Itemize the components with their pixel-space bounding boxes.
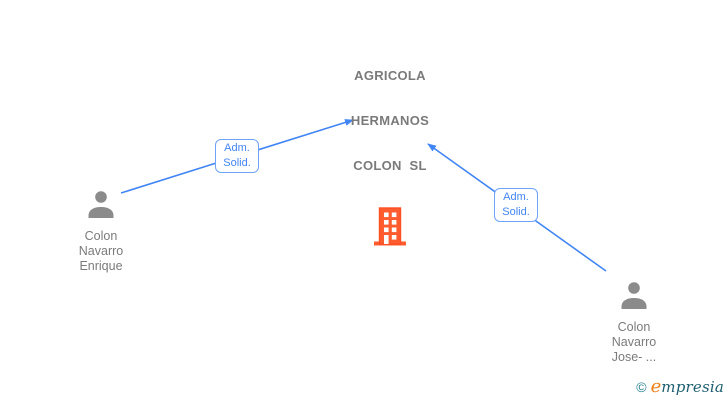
- edge-label-line: Adm.: [503, 191, 529, 203]
- person-label-line: Jose- ...: [611, 350, 657, 364]
- person-icon: [619, 282, 649, 315]
- company-node[interactable]: AGRICOLA HERMANOS COLON SL: [330, 38, 450, 251]
- copyright-icon: ©: [636, 379, 647, 395]
- person-label-line: Navarro: [611, 335, 657, 349]
- company-name-line: COLON SL: [353, 158, 427, 173]
- company-name: AGRICOLA HERMANOS COLON SL: [330, 38, 450, 203]
- person-icon: [86, 191, 116, 224]
- company-name-line: AGRICOLA: [354, 68, 426, 83]
- empresia-logo[interactable]: © empresia: [636, 376, 724, 397]
- person-node-colon-navarro-enrique[interactable]: Colon Navarro Enrique: [46, 190, 156, 274]
- building-icon: [330, 206, 450, 251]
- brand-rest: mpresia: [661, 378, 724, 396]
- edge-label-line: Solid.: [502, 206, 530, 218]
- person-label: Colon Navarro Enrique: [46, 229, 156, 274]
- person-label-line: Colon: [84, 229, 118, 243]
- company-name-line: HERMANOS: [350, 113, 430, 128]
- person-label-line: Colon: [617, 320, 651, 334]
- edge-label-adm-solid-2: Adm. Solid.: [494, 188, 538, 222]
- person-label-line: Enrique: [79, 259, 123, 273]
- empresia-brand-text: empresia: [651, 376, 724, 397]
- edge-label-adm-solid-1: Adm. Solid.: [215, 139, 259, 173]
- person-node-colon-navarro-jose[interactable]: Colon Navarro Jose- ...: [579, 281, 689, 365]
- edge-label-line: Adm.: [224, 142, 250, 154]
- person-label: Colon Navarro Jose- ...: [579, 320, 689, 365]
- person-label-line: Navarro: [78, 244, 124, 258]
- brand-letter-e: e: [650, 376, 662, 397]
- edge-label-line: Solid.: [223, 157, 251, 169]
